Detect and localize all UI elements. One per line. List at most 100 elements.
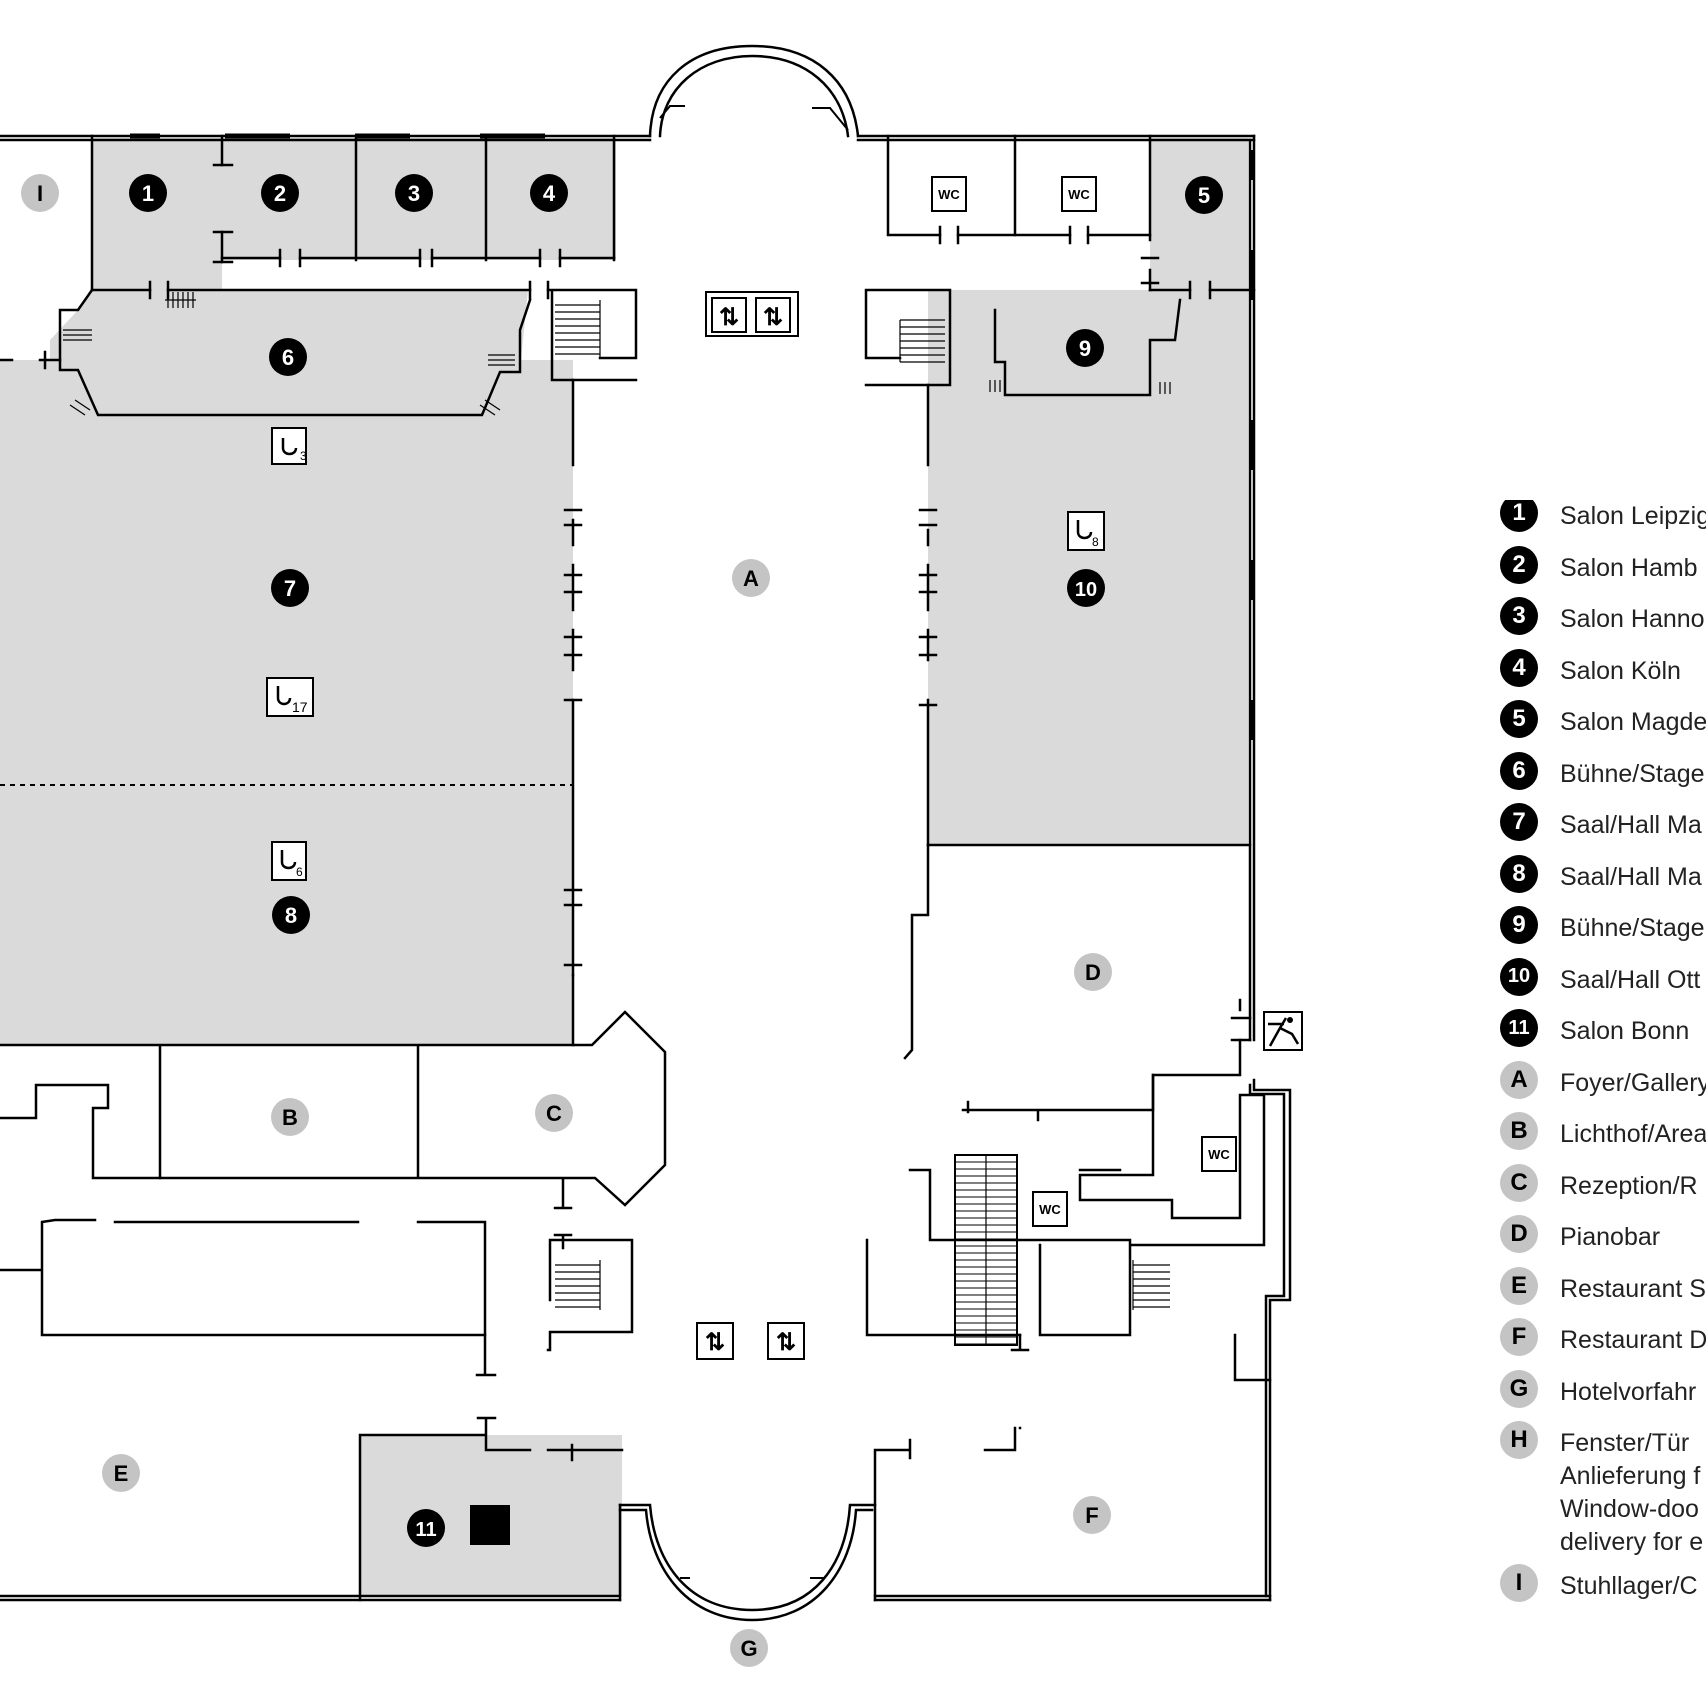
svg-text:WC: WC [1208, 1147, 1230, 1162]
room-badge-5[interactable]: 5 [1185, 176, 1223, 214]
legend-label: Pianobar [1560, 1223, 1661, 1251]
wc-icon: WC [1201, 1136, 1237, 1172]
svg-text:2: 2 [274, 181, 286, 206]
legend-item: A Foyer/Gallery [1500, 1060, 1706, 1119]
legend-marker: 7 [1500, 803, 1538, 841]
legend-label: Salon Magde [1560, 708, 1706, 736]
area-badge-I[interactable]: I [21, 174, 59, 212]
legend-marker: C [1500, 1163, 1538, 1202]
area-badge-D[interactable]: D [1074, 953, 1112, 991]
legend-label: Salon Hamb [1560, 553, 1698, 582]
svg-text:9: 9 [1079, 336, 1091, 361]
room-badge-4[interactable]: 4 [530, 174, 568, 212]
room-badges: 1 2 3 4 5 6 7 8 9 10 11 A B C D E F G I [21, 174, 1223, 1667]
legend-label: Salon Hanno [1560, 605, 1705, 633]
legend-item: 3 Salon Hanno [1500, 597, 1706, 655]
legend-marker: D [1500, 1215, 1538, 1253]
svg-text:I: I [37, 181, 43, 206]
rigging-hook-icon: 3 [271, 427, 307, 465]
svg-text:4: 4 [543, 181, 556, 206]
salon-5-area[interactable] [1150, 138, 1248, 290]
rigging-hooks: 3 17 6 8 [266, 427, 1105, 881]
salon-1-area[interactable] [92, 138, 222, 290]
rigging-hook-icon: 6 [271, 841, 307, 881]
north-walls [0, 134, 638, 417]
svg-text:WC: WC [938, 187, 960, 202]
svg-text:⇅: ⇅ [719, 304, 739, 331]
room-badge-10[interactable]: 10 [1067, 569, 1105, 607]
legend-marker: A [1500, 1060, 1538, 1099]
legend-label: Lichthof/Area [1560, 1120, 1706, 1148]
legend-label: Salon Bonn [1560, 1017, 1690, 1045]
svg-text:C: C [546, 1101, 562, 1126]
legend-item: D Pianobar [1500, 1215, 1706, 1273]
legend-item: I Stuhllager/C [1500, 1564, 1706, 1622]
svg-text:⇅: ⇅ [705, 1329, 725, 1356]
legend-label: Hotelvorfahr [1560, 1377, 1697, 1406]
area-badge-F[interactable]: F [1073, 1496, 1111, 1534]
wc-icon: WC [1061, 176, 1097, 212]
room-badge-3[interactable]: 3 [395, 174, 433, 212]
legend-marker: 4 [1500, 648, 1538, 687]
room-badge-1[interactable]: 1 [129, 174, 167, 212]
legend-marker: E [1500, 1266, 1538, 1305]
legend-label: Fenster/Tür Anlieferung f Window-doo del… [1560, 1429, 1704, 1556]
rigging-hook-icon: 8 [1067, 511, 1105, 551]
svg-text:3: 3 [408, 181, 420, 206]
room-badge-9[interactable]: 9 [1066, 329, 1104, 367]
legend-marker: 11 [1500, 1009, 1538, 1047]
legend-marker: B [1500, 1112, 1538, 1150]
area-badge-G[interactable]: G [730, 1629, 768, 1667]
svg-text:A: A [743, 566, 759, 591]
legend-marker: 2 [1500, 545, 1538, 584]
legend-marker: 10 [1500, 957, 1538, 996]
legend-label: Foyer/Gallery [1560, 1068, 1706, 1097]
legend-item: B Lichthof/Area [1500, 1112, 1706, 1170]
legend-marker: 6 [1500, 751, 1538, 790]
right-walls [864, 134, 1256, 1060]
room-badge-2[interactable]: 2 [261, 174, 299, 212]
legend-marker: 3 [1500, 597, 1538, 635]
legend-label: Saal/Hall Ma [1560, 862, 1702, 891]
hall-10-area[interactable] [928, 290, 1248, 845]
wc-icons: WC WC WC WC [931, 176, 1237, 1227]
room-badge-11[interactable]: 11 [407, 1509, 445, 1547]
south-west-walls [0, 1010, 667, 1602]
legend-label: Salon Köln [1560, 656, 1681, 685]
legend-marker: I [1500, 1564, 1538, 1602]
legend-label: Stuhllager/C [1560, 1572, 1698, 1600]
hall-walls [0, 378, 583, 1047]
svg-text:5: 5 [1198, 183, 1210, 208]
room-badge-7[interactable]: 7 [271, 569, 309, 607]
rigging-hook-icon: 17 [266, 677, 314, 717]
svg-text:⇅: ⇅ [763, 304, 783, 331]
room-badge-6[interactable]: 6 [269, 338, 307, 376]
legend-marker: 5 [1500, 700, 1538, 738]
wc-icon: WC [931, 176, 967, 212]
svg-text:D: D [1085, 960, 1101, 985]
area-badge-B[interactable]: B [271, 1098, 309, 1136]
pillar-block [470, 1505, 510, 1545]
legend-item: 6 Bühne/Stage [1500, 751, 1706, 810]
legend-label: Bühne/Stage [1560, 759, 1705, 788]
area-badge-A[interactable]: A [732, 559, 770, 597]
area-badge-E[interactable]: E [102, 1454, 140, 1492]
svg-text:E: E [114, 1461, 129, 1486]
svg-text:G: G [740, 1636, 757, 1661]
room-badge-8[interactable]: 8 [272, 896, 310, 934]
legend-item: 7 Saal/Hall Ma [1500, 803, 1706, 861]
area-badge-C[interactable]: C [535, 1094, 573, 1132]
svg-text:8: 8 [285, 903, 297, 928]
hook-capacity: 6 [296, 865, 303, 879]
legend-label: Saal/Hall Ma [1560, 811, 1702, 839]
